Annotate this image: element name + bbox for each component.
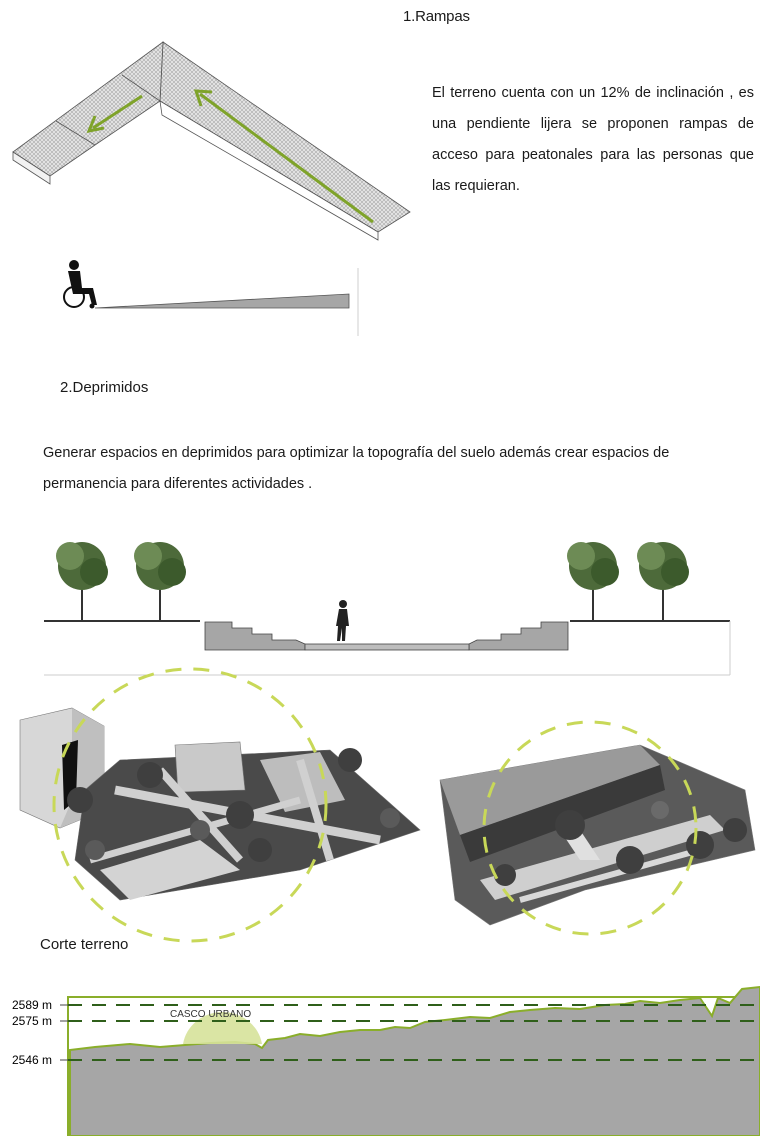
ramp-arrow-long — [199, 92, 374, 224]
section-title-deprimidos: 2.Deprimidos — [60, 379, 149, 396]
short-ramp-side — [12, 151, 51, 185]
aerial-view-right — [439, 744, 756, 926]
terrain-section-caption: Corte terreno — [40, 936, 129, 953]
highlight-circle-right — [482, 720, 698, 936]
elevation-label-2546: 2546 m — [12, 1053, 52, 1067]
section-description-rampas: El terreno cuenta con un 12% de inclinac… — [432, 85, 754, 194]
elevation-label-2589: 2589 m — [12, 998, 52, 1012]
zone-label-casco-urbano: CASCO URBANO — [170, 1009, 251, 1020]
pedestrian-icon — [336, 600, 349, 641]
tree-icon — [567, 542, 619, 621]
section-title-rampas: 1.Rampas — [403, 8, 470, 25]
tree-icon — [134, 542, 186, 621]
section-description-deprimidos: Generar espacios en deprimidos para opti… — [43, 445, 670, 492]
elevation-label-2575: 2575 m — [12, 1014, 52, 1028]
aerial-view-left — [19, 707, 421, 901]
steps-left — [204, 621, 306, 651]
sun-semicircle — [183, 1011, 262, 1044]
highlight-circle-left — [52, 667, 328, 943]
ramp-arrow-short — [92, 94, 143, 130]
tree-icon — [56, 542, 108, 621]
tree-icon — [637, 542, 689, 621]
steps-right — [468, 621, 569, 651]
sunken-plaza-floor — [304, 643, 470, 651]
long-ramp-side — [159, 100, 379, 241]
wheelchair-ramp-elevation — [94, 293, 350, 309]
wheelchair-user-icon — [63, 260, 97, 309]
